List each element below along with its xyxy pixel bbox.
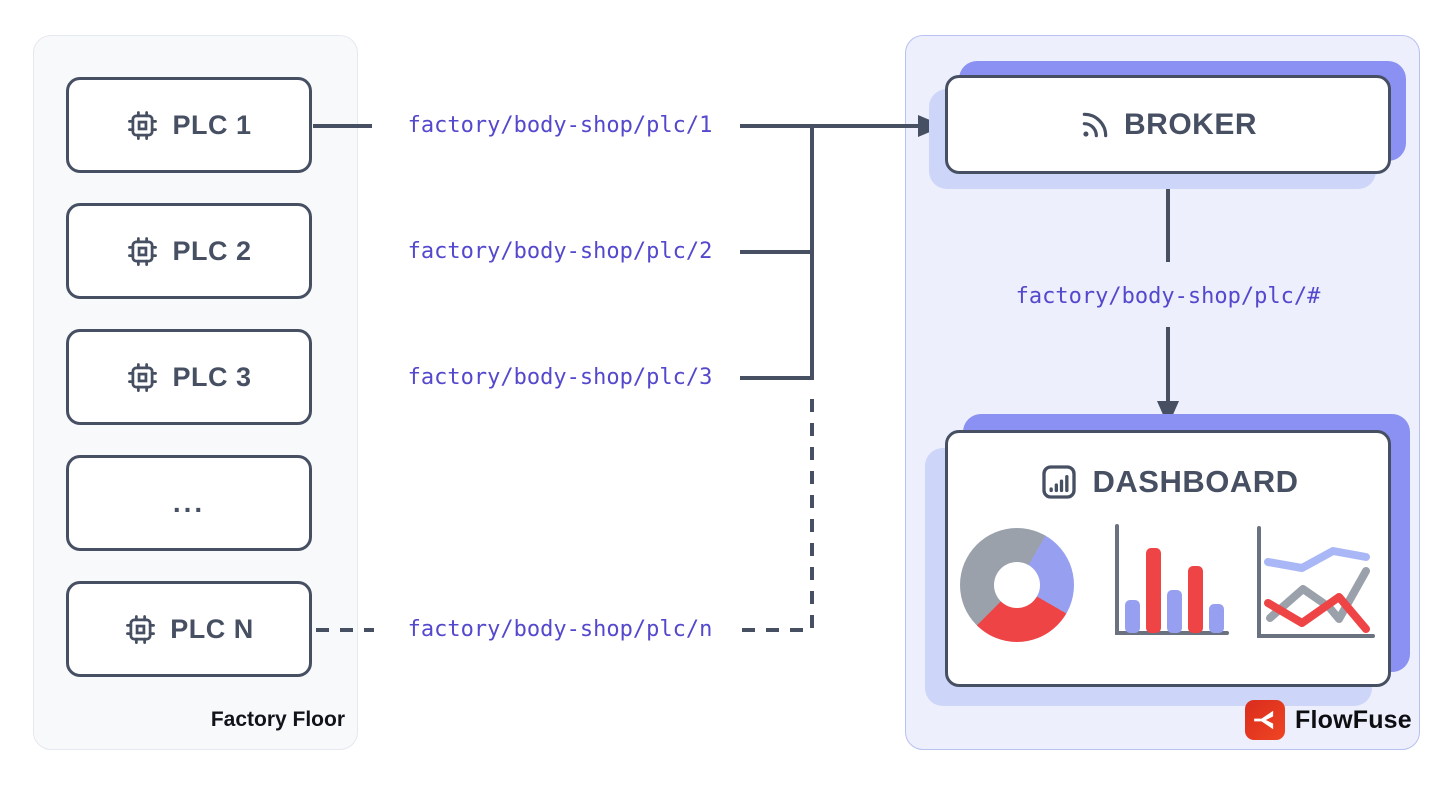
brand-label: FlowFuse	[1295, 705, 1412, 734]
dashboard-header: DASHBOARD	[945, 462, 1392, 502]
cpu-chip-icon	[126, 361, 159, 394]
topic-plc-n: factory/body-shop/plc/n	[407, 617, 713, 642]
rss-broadcast-icon	[1079, 109, 1111, 141]
cpu-chip-icon	[126, 109, 159, 142]
plc-ellipsis-node: ...	[66, 455, 312, 551]
ellipsis-label: ...	[172, 487, 206, 518]
wire-plcn-to-bus-dashed	[742, 388, 814, 632]
flowfuse-logo	[1245, 700, 1285, 740]
topic-wildcard: factory/body-shop/plc/#	[1015, 284, 1321, 309]
plc-3-node: PLC 3	[66, 329, 312, 425]
brand-lockup: FlowFuse	[1245, 700, 1412, 740]
plc-n-label: PLC N	[170, 613, 254, 644]
plc-3-label: PLC 3	[172, 361, 252, 392]
plc-1-node: PLC 1	[66, 77, 312, 173]
plc-2-label: PLC 2	[172, 235, 252, 266]
topic-plc-1: factory/body-shop/plc/1	[407, 113, 713, 138]
bar-chart-icon	[1115, 524, 1229, 635]
bar-chart-square-icon	[1039, 462, 1079, 502]
donut-chart-icon	[960, 528, 1074, 642]
cpu-chip-icon	[124, 613, 157, 646]
plc-2-node: PLC 2	[66, 203, 312, 299]
line-chart-icon	[1257, 526, 1375, 638]
topic-plc-2: factory/body-shop/plc/2	[407, 239, 713, 264]
dashboard-label: DASHBOARD	[1092, 464, 1299, 499]
broker-label: BROKER	[1123, 107, 1257, 141]
plc-1-label: PLC 1	[172, 109, 252, 140]
plc-n-node: PLC N	[66, 581, 312, 677]
broker-node: BROKER	[945, 75, 1391, 174]
topic-plc-3: factory/body-shop/plc/3	[407, 365, 713, 390]
cpu-chip-icon	[126, 235, 159, 268]
factory-floor-label: Factory Floor	[210, 708, 345, 731]
